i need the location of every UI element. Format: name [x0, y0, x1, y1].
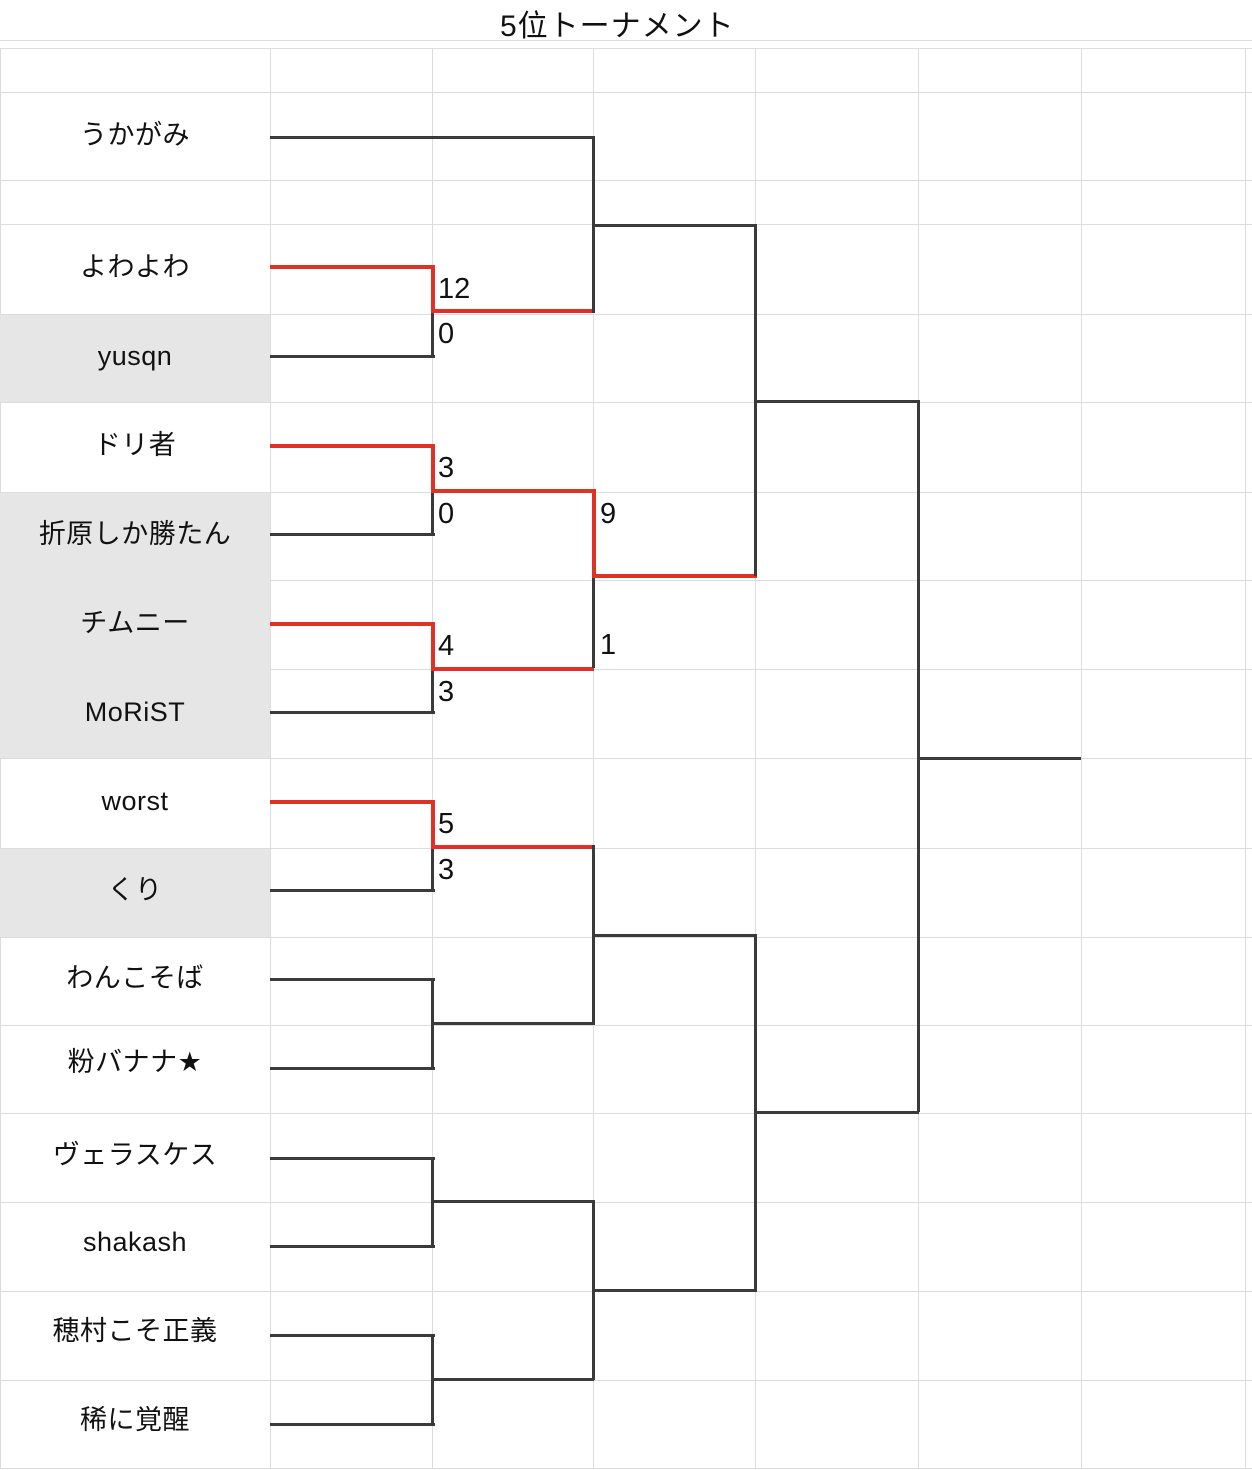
bracket-line-r2-feed-dorisha: [431, 489, 594, 493]
bracket-line-r2-feed-worst: [431, 845, 594, 849]
bracket-line-yowayowa-win: [270, 265, 435, 269]
bracket-line-chimney-win: [270, 622, 435, 626]
grid-hline: [0, 40, 1252, 41]
page-title: 5位トーナメント: [500, 10, 735, 43]
bracket-line-r2-lower2-out: [592, 1289, 757, 1292]
bracket-line-r2-feed-yowayowa: [431, 309, 594, 313]
team-label-orihara: 折原しか勝たん: [38, 519, 232, 549]
bracket-line-r2-lower1-out: [592, 934, 757, 937]
bracket-line-orihara-lose: [270, 533, 435, 536]
score-yusqn: 0: [438, 318, 455, 350]
score-r2-dorisha: 9: [600, 498, 617, 530]
grid-hline: [0, 1113, 1252, 1114]
team-label-shakash: shakash: [82, 1227, 188, 1257]
score-yowayowa: 12: [438, 273, 471, 305]
bracket-line-worst-win: [270, 800, 435, 804]
score-morist: 3: [438, 676, 455, 708]
team-highlight-band: [0, 849, 270, 937]
bracket-connector-r2-dorisha: [592, 489, 596, 577]
bracket-line-homura: [270, 1334, 435, 1337]
score-chimney: 4: [438, 630, 455, 662]
bracket-connector-r2-chimney: [592, 576, 595, 668]
grid-hline: [0, 48, 1252, 49]
bracket-line-r2-feed-lower1: [431, 1022, 594, 1025]
grid-hline: [0, 669, 1252, 670]
grid-vline: [270, 48, 271, 1468]
bracket-line-r2-feed-lower2a: [431, 1200, 594, 1203]
team-label-yusqn: yusqn: [97, 341, 173, 371]
bracket-connector-worst: [431, 800, 435, 848]
team-label-velasquez: ヴェラスケス: [52, 1140, 218, 1170]
bracket-connector-kuri: [431, 845, 434, 892]
bracket-line-morist-lose: [270, 711, 435, 714]
grid-hline: [0, 180, 1252, 181]
bracket-line-r2-feed-lower2b: [431, 1378, 594, 1381]
team-label-konabanana: 粉バナナ★: [67, 1047, 203, 1077]
bracket-connector-morist: [431, 667, 434, 714]
grid-hline: [0, 92, 1252, 93]
grid-hline: [0, 1202, 1252, 1203]
bracket-connector-yusqn: [431, 309, 434, 356]
grid-vline: [1081, 48, 1082, 1468]
team-label-mareni: 稀に覚醒: [80, 1405, 190, 1435]
team-label-yowayowa: よわよわ: [80, 252, 190, 282]
bracket-line-r2-feed-chimney: [431, 667, 594, 671]
bracket-line-ukagami-feed: [270, 136, 594, 139]
bracket-line-dorisha-win: [270, 444, 435, 448]
bracket-connector-chimney: [431, 622, 435, 670]
score-kuri: 3: [438, 854, 455, 886]
grid-hline: [0, 848, 1252, 849]
bracket-line-velasquez: [270, 1157, 435, 1160]
grid-hline: [0, 1380, 1252, 1381]
team-label-kuri: くり: [107, 875, 163, 905]
team-label-wankosoba: わんこそば: [66, 963, 204, 993]
score-r2-chimney: 1: [600, 629, 617, 661]
grid-hline: [0, 492, 1252, 493]
grid-vline: [755, 48, 756, 1468]
bracket-connector-dorisha: [431, 444, 435, 492]
bracket-connector-orihara: [431, 489, 434, 536]
grid-vline: [1245, 48, 1246, 1468]
grid-hline: [0, 1025, 1252, 1026]
grid-vline: [0, 48, 1, 1468]
team-label-worst: worst: [101, 786, 169, 816]
grid-hline: [0, 1468, 1252, 1469]
team-label-ukagami: うかがみ: [80, 120, 190, 150]
bracket-line-konabanana: [270, 1067, 435, 1070]
team-label-dorisha: ドリ者: [93, 430, 177, 460]
bracket-line-r3-lower-out: [754, 1111, 919, 1114]
team-label-morist: MoRiST: [84, 697, 186, 727]
bracket-line-wankosoba: [270, 978, 435, 981]
bracket-line-champion: [917, 757, 1081, 760]
bracket-line-kuri-lose: [270, 889, 435, 892]
grid-vline: [432, 48, 433, 1468]
grid-hline: [0, 937, 1252, 938]
bracket-connector-yowayowa: [431, 265, 435, 313]
grid-hline: [0, 758, 1252, 759]
grid-vline: [593, 48, 594, 1468]
team-highlight-band: [0, 493, 270, 758]
bracket-line-r3-upper-out: [754, 400, 919, 403]
score-orihara: 0: [438, 498, 455, 530]
grid-hline: [0, 314, 1252, 315]
team-highlight-band: [0, 315, 270, 402]
team-label-chimney: チムニー: [80, 608, 190, 638]
bracket-line-yusqn-lose: [270, 355, 435, 358]
bracket-connector-final: [917, 400, 920, 1112]
bracket-line-shakash: [270, 1245, 435, 1248]
team-label-homura: 穂村こそ正義: [52, 1316, 218, 1346]
score-dorisha: 3: [438, 452, 455, 484]
grid-hline: [0, 580, 1252, 581]
grid-hline: [0, 402, 1252, 403]
score-worst: 5: [438, 808, 455, 840]
bracket-line-r3-feed-dorisha: [592, 574, 757, 578]
bracket-line-mareni: [270, 1423, 435, 1426]
bracket-line-r2-upper-out: [592, 224, 756, 227]
